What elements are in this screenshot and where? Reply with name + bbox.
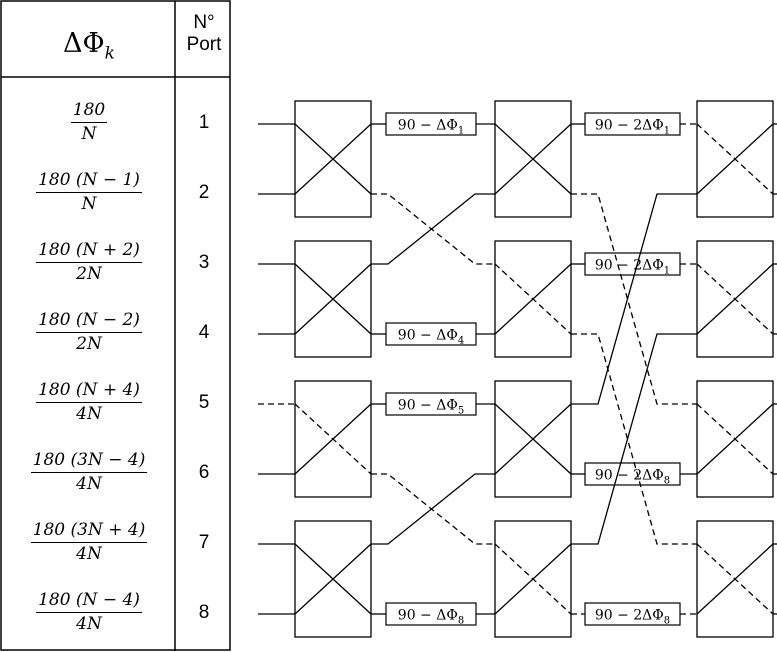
hybrid-coupler-3 [294,380,372,498]
formula-denominator: N [81,194,97,214]
phase-shifter-label: 90 − 2ΔΦ1 [595,258,670,277]
coupler-path [294,263,372,335]
formula-numerator: 180 (N + 4) [36,380,142,403]
formula-numerator: 180 (3N − 4) [30,450,148,473]
crossing-wire [571,333,697,545]
formula-numerator: 180 (N − 1) [36,170,142,193]
hybrid-coupler-8 [494,520,572,638]
formula-denominator: 2N [76,264,102,284]
port-number-6: 6 [198,462,210,483]
hybrid-coupler-2 [294,240,372,358]
coupler-path [696,123,774,195]
hybrid-coupler-1 [294,100,372,218]
formula-numerator: 180 (N − 4) [36,590,142,613]
port-number-3: 3 [198,252,210,273]
formula-denominator: 2N [76,334,102,354]
coupler-path [494,263,572,335]
port-number-1: 1 [198,112,210,133]
phase-shifter-label: 90 − ΔΦ4 [398,328,464,347]
phase-formula-3: 180 (N + 2) 2N [8,240,170,284]
crossing-wire [371,473,495,545]
phase-formula-5: 180 (N + 4) 4N [8,380,170,424]
header-delta-symbol: ΔΦ [63,28,105,59]
table-border [0,0,231,651]
phase-shifter-label: 90 − 2ΔΦ8 [595,468,670,487]
crossing-wire [371,473,495,545]
hybrid-coupler-9 [696,100,774,218]
port-number-8: 8 [198,602,210,623]
table-frame [0,0,231,651]
phase-formula-1: 180 N [8,100,170,144]
crossing-wire [571,193,697,405]
formula-numerator: 180 [70,100,108,123]
hybrid-coupler-12 [696,520,774,638]
coupler-path [294,543,372,615]
coupler-path [294,403,372,475]
coupler-path [494,403,572,475]
header-port-line1: N° [193,12,215,33]
coupler-path [494,123,572,195]
phase-shifter-label: 90 − ΔΦ1 [398,118,464,137]
crossing-wire [371,193,495,265]
header-delta-subscript: k [104,43,115,64]
phase-formula-8: 180 (N − 4) 4N [8,590,170,634]
phase-formula-6: 180 (3N − 4) 4N [8,450,170,494]
coupler-path [696,263,774,335]
port-number-7: 7 [198,532,210,553]
phase-shifter-label: 90 − ΔΦ5 [398,398,464,417]
header-delta-phi: ΔΦk [8,28,170,63]
crossing-wire [571,193,697,405]
formula-denominator: 4N [76,474,102,494]
hybrid-coupler-6 [494,240,572,358]
formula-denominator: 4N [76,404,102,424]
header-port-line2: Port [186,34,222,55]
formula-denominator: N [81,124,97,144]
phase-shifter-label: 90 − 2ΔΦ1 [595,118,670,137]
phase-formula-7: 180 (3N + 4) 4N [8,520,170,564]
formula-numerator: 180 (N − 2) [36,310,142,333]
phase-shifter-label: 90 − ΔΦ8 [398,608,464,627]
coupler-path [294,123,372,195]
hybrid-coupler-11 [696,380,774,498]
hybrid-coupler-7 [494,380,572,498]
hybrid-coupler-10 [696,240,774,358]
header-port: N° Port [178,12,230,56]
hybrid-coupler-5 [494,100,572,218]
formula-denominator: 4N [76,614,102,634]
coupler-path [696,403,774,475]
port-number-4: 4 [198,322,210,343]
coupler-path [696,543,774,615]
phase-shifter-label: 90 − 2ΔΦ8 [595,608,670,627]
formula-numerator: 180 (3N + 4) [30,520,148,543]
phase-formula-2: 180 (N − 1) N [8,170,170,214]
formula-numerator: 180 (N + 2) [36,240,142,263]
port-number-5: 5 [198,392,210,413]
phase-table: ΔΦk N° Port 180 N 1 180 (N − 1) N 2 180 … [0,0,231,652]
coupler-path [494,543,572,615]
port-number-2: 2 [198,182,210,203]
crossing-wire [371,193,495,265]
crossing-wire [571,333,697,545]
formula-denominator: 4N [76,544,102,564]
hybrid-coupler-4 [294,520,372,638]
phase-formula-4: 180 (N − 2) 2N [8,310,170,354]
